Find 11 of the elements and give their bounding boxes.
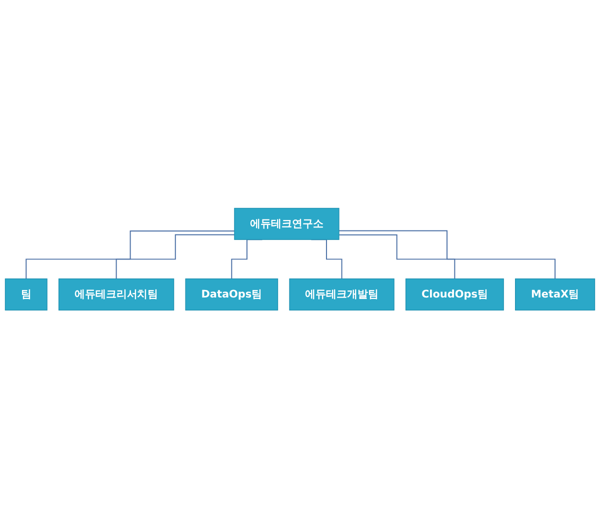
node-box: 팀 <box>4 278 48 310</box>
connector <box>338 234 456 280</box>
node-box: 에듀테크연구소 <box>234 208 340 240</box>
node-box: DataOps팀 <box>185 278 278 310</box>
node-box: 에듀테크개발팀 <box>289 278 394 310</box>
node-box: 에듀테크리서치팀 <box>58 278 174 310</box>
connector <box>338 230 556 280</box>
node-box: MetaX팀 <box>515 278 596 310</box>
connector <box>116 234 235 280</box>
connector <box>26 230 235 280</box>
node-box: CloudOps팀 <box>405 278 504 310</box>
